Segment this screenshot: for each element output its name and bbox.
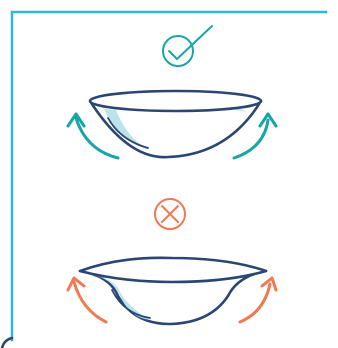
incorrect-lens <box>80 258 266 324</box>
x-circle-icon <box>155 199 185 229</box>
check-circle-icon <box>163 26 212 66</box>
correct-lens <box>90 91 261 157</box>
lens-rim <box>90 91 261 111</box>
frame-corner-accent <box>2 338 12 348</box>
incorrect-panel <box>68 199 276 324</box>
incorrect-arrow-left <box>68 278 106 322</box>
correct-panel <box>68 26 276 158</box>
incorrect-arrow-right <box>240 278 276 322</box>
